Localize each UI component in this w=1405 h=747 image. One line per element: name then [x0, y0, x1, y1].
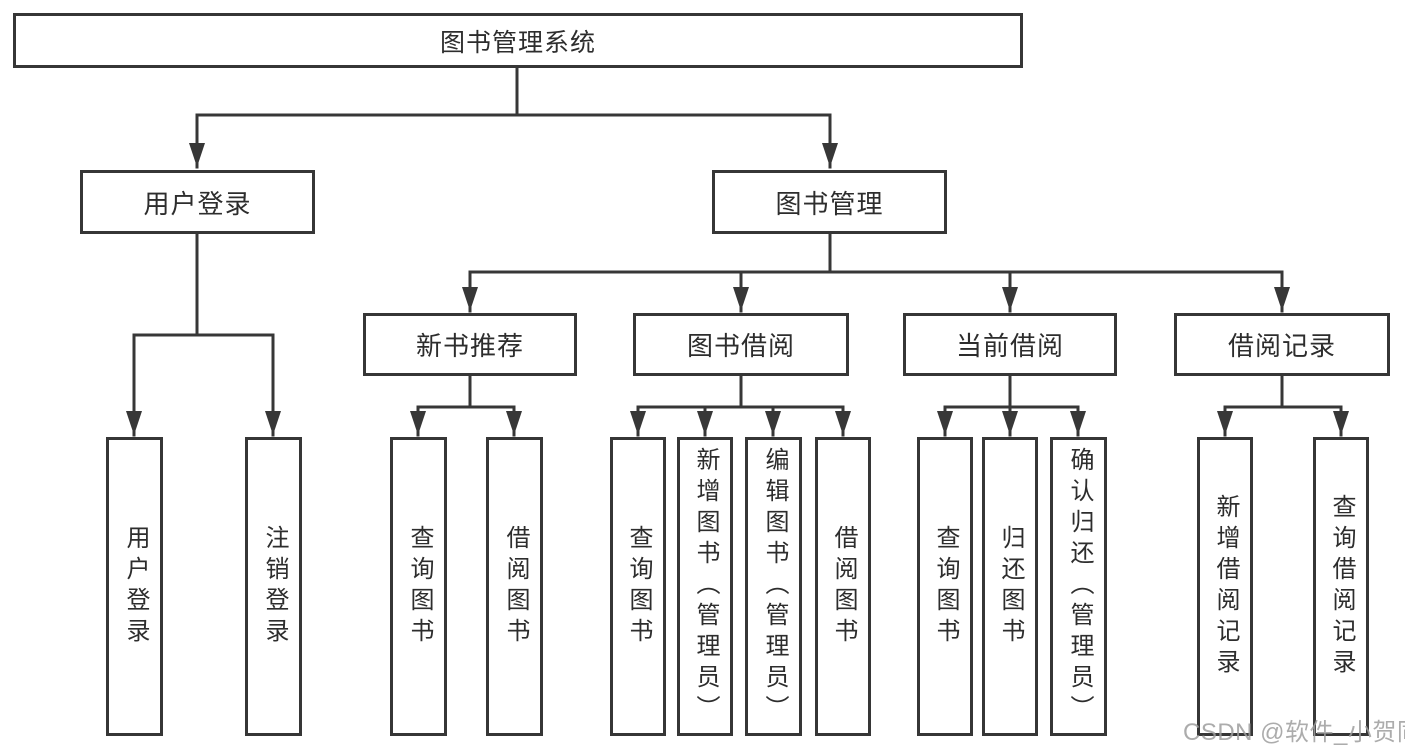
connector-current-borrow-branch	[937, 374, 1086, 437]
leaf-return-book: 归还图书	[982, 437, 1038, 736]
leaf-logout: 注销登录	[245, 437, 302, 736]
connector-user-login-branch	[126, 232, 281, 437]
connector-new-book-branch	[410, 374, 522, 437]
connector-root-branch	[189, 66, 838, 169]
leaf-borrow-borrow-books: 借阅图书	[815, 437, 871, 736]
leaf-user-login: 用户登录	[106, 437, 163, 736]
node-book-borrow: 图书借阅	[633, 313, 849, 376]
node-book-management: 图书管理	[712, 170, 947, 234]
node-borrow-records: 借阅记录	[1174, 313, 1390, 376]
leaf-query-borrow-record: 查询借阅记录	[1313, 437, 1369, 736]
leaf-current-query-books: 查询图书	[917, 437, 973, 736]
node-root: 图书管理系统	[13, 13, 1023, 68]
node-new-book-recommend: 新书推荐	[363, 313, 577, 376]
connector-borrow-records-branch	[1217, 374, 1349, 437]
leaf-edit-book-admin: 编辑图书（管理员）	[745, 437, 802, 736]
leaf-borrow-query-books: 查询图书	[610, 437, 666, 736]
connector-book-borrow-branch	[630, 374, 851, 437]
leaf-recommend-query-books: 查询图书	[390, 437, 447, 736]
watermark: CSDN @软件_小贺同学	[1183, 719, 1405, 746]
leaf-recommend-borrow-books: 借阅图书	[486, 437, 543, 736]
node-current-borrow: 当前借阅	[903, 313, 1117, 376]
leaf-add-borrow-record: 新增借阅记录	[1197, 437, 1253, 736]
node-user-login: 用户登录	[80, 170, 315, 234]
connector-book-mgmt-branch	[462, 232, 1290, 313]
leaf-add-book-admin: 新增图书（管理员）	[677, 437, 733, 736]
leaf-confirm-return-admin: 确认归还（管理员）	[1050, 437, 1107, 736]
